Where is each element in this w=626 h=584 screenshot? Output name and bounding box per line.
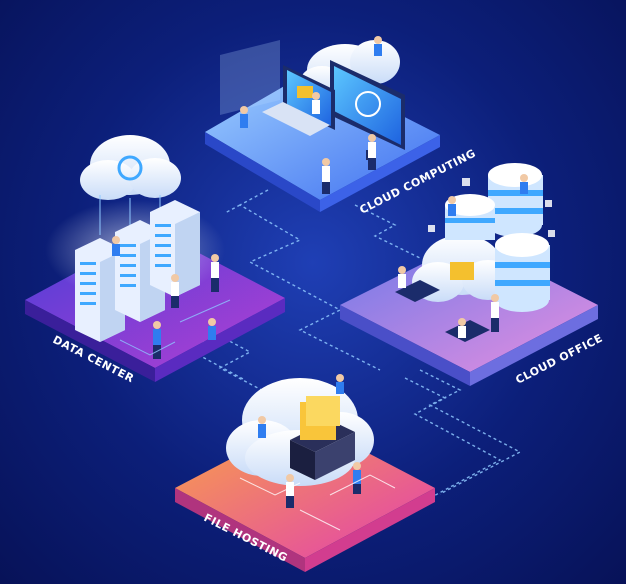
person-icon: [398, 174, 528, 338]
file-cabinet-icon: [290, 396, 355, 480]
cloud-computing-platform: CLOUD COMPUTING: [205, 36, 478, 217]
person-icon: [240, 36, 382, 194]
file-hosting-platform: FILE HOSTING: [175, 374, 435, 572]
cloud-icon: [80, 135, 181, 200]
person-icon: [258, 374, 361, 508]
desk-icon: [395, 280, 490, 342]
server-rack-icon: [75, 200, 200, 342]
cloud-icon: [412, 235, 514, 302]
data-center-platform: DATA CENTER: [25, 135, 285, 385]
database-icon: [445, 163, 550, 312]
person-icon: [112, 236, 219, 359]
